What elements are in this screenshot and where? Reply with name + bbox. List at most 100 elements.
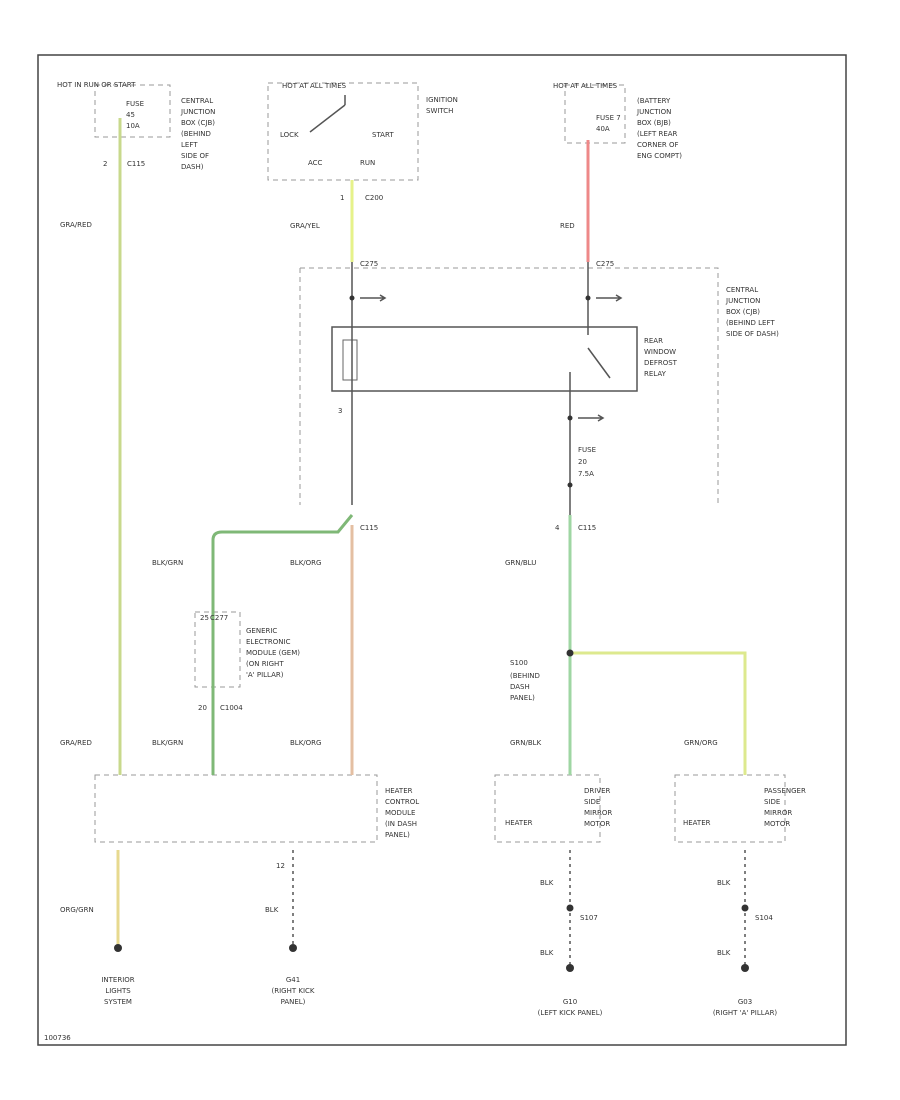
wire-label-blk-org-1: BLK/ORG (290, 559, 321, 567)
relay-box (331, 326, 638, 392)
run-label: RUN (360, 159, 375, 167)
passenger-mirror-box (674, 774, 786, 843)
conn-2: 2 (103, 160, 107, 168)
conn-c115b: C115 (360, 524, 378, 532)
conn-c1004: C1004 (220, 704, 243, 712)
fuse-right-1: FUSE 7 (596, 114, 621, 122)
wire-grn-org (570, 651, 747, 775)
ground-g41 (289, 944, 297, 952)
fuse-left-1: FUSE (126, 100, 144, 108)
fuse-right-box (564, 84, 626, 144)
ground-g03 (741, 964, 749, 972)
cjb-left-line: DASH) (181, 163, 204, 171)
passenger-line: MIRROR (764, 809, 792, 817)
cjb-central-line: CENTRAL (726, 286, 758, 294)
fuse-left-box (94, 84, 171, 138)
start-label: START (372, 131, 394, 139)
driver-line: SIDE (584, 798, 600, 806)
node-d (567, 482, 573, 488)
wire-label-blk-org-2: BLK/ORG (290, 739, 321, 747)
relay-line: WINDOW (644, 348, 676, 356)
gem-line: 'A' PILLAR) (246, 671, 284, 679)
fuse-left-3: 10A (126, 122, 140, 130)
cjb-central-line: BOX (CJB) (726, 308, 760, 316)
conn-c115c: C115 (578, 524, 596, 532)
driver-line: DRIVER (584, 787, 611, 795)
cjb-left-line: BOX (CJB) (181, 119, 215, 127)
driver-mirror-desc: DRIVER SIDE MIRROR MOTOR (584, 787, 612, 828)
s100-line: (BEHIND (510, 672, 540, 680)
gem-line: ELECTRONIC (246, 638, 291, 646)
driver-line: MIRROR (584, 809, 612, 817)
wire-label-grn-blk: GRN/BLK (510, 739, 542, 747)
ign-switch-line: IGNITION (426, 96, 458, 104)
s100-line: PANEL) (510, 694, 535, 702)
ground-g03-desc: G03(RIGHT 'A' PILLAR) (713, 998, 778, 1017)
driver-mirror-box (494, 774, 601, 843)
arrow-1 (360, 294, 387, 302)
wire-label-gra-red-bot: GRA/RED (60, 739, 92, 747)
g10-line: (LEFT KICK PANEL) (538, 1009, 603, 1017)
wire-label-blk-grn-1: BLK/GRN (152, 559, 183, 567)
bjb-line: JUNCTION (636, 108, 671, 116)
node-c (567, 415, 573, 421)
conn-c275a: C275 (360, 260, 378, 268)
gem-line: (ON RIGHT (246, 660, 284, 668)
g41-line: PANEL) (281, 998, 306, 1006)
arrow-3 (578, 414, 605, 422)
gem-box (194, 611, 241, 688)
splice-s104 (741, 904, 749, 912)
hot-in-run-label: HOT IN RUN OR START (57, 81, 136, 89)
bjb-line: BOX (BJB) (637, 119, 671, 127)
cjb-left-line: SIDE OF (181, 152, 209, 160)
terminal-interior-lights (114, 944, 122, 952)
wire-blk-grn (211, 514, 354, 775)
passenger-line: SIDE (764, 798, 780, 806)
conn-12: 12 (276, 862, 285, 870)
cjb-left-line: LEFT (181, 141, 198, 149)
footer-code: 100736 (44, 1034, 71, 1042)
s100-desc: (BEHIND DASH PANEL) (510, 672, 540, 702)
driver-line: MOTOR (584, 820, 610, 828)
wire-label-red: RED (560, 222, 575, 230)
battery-hot-label: HOT AT ALL TIMES (553, 82, 618, 90)
conn-s104: S104 (755, 914, 773, 922)
fuse-mid-3: 7.5A (578, 470, 594, 478)
relay-line: RELAY (644, 370, 667, 378)
conn-c275b: C275 (596, 260, 614, 268)
heater-ctrl-line: HEATER (385, 787, 413, 795)
gem-line: MODULE (GEM) (246, 649, 300, 657)
wire-label-blk-grn-2: BLK/GRN (152, 739, 183, 747)
s100-line: DASH (510, 683, 530, 691)
lock-label: LOCK (280, 131, 299, 139)
ground-g10-desc: G10(LEFT KICK PANEL) (538, 998, 603, 1017)
heater-control-box (94, 774, 378, 843)
cjb-central-line: JUNCTION (725, 297, 760, 305)
g03-line: (RIGHT 'A' PILLAR) (713, 1009, 778, 1017)
heater-left-label: HEATER (505, 819, 533, 827)
bjb-line: CORNER OF (637, 141, 679, 149)
arrow-2 (596, 294, 623, 302)
diagram-frame (37, 54, 847, 1046)
fuse-left-2: 45 (126, 111, 135, 119)
wire-label-blk-1: BLK (265, 906, 279, 914)
fuse-mid-2: 20 (578, 458, 587, 466)
splice-s100 (566, 649, 574, 657)
wire-label-gra-yel: GRA/YEL (290, 222, 320, 230)
node-a (349, 295, 355, 301)
conn-s107: S107 (580, 914, 598, 922)
wire-label-blk-3: BLK (540, 949, 554, 957)
conn-3: 3 (338, 407, 342, 415)
conn-4: 4 (555, 524, 560, 532)
wire-label-blk-2: BLK (540, 879, 554, 887)
conn-1: 1 (340, 194, 344, 202)
